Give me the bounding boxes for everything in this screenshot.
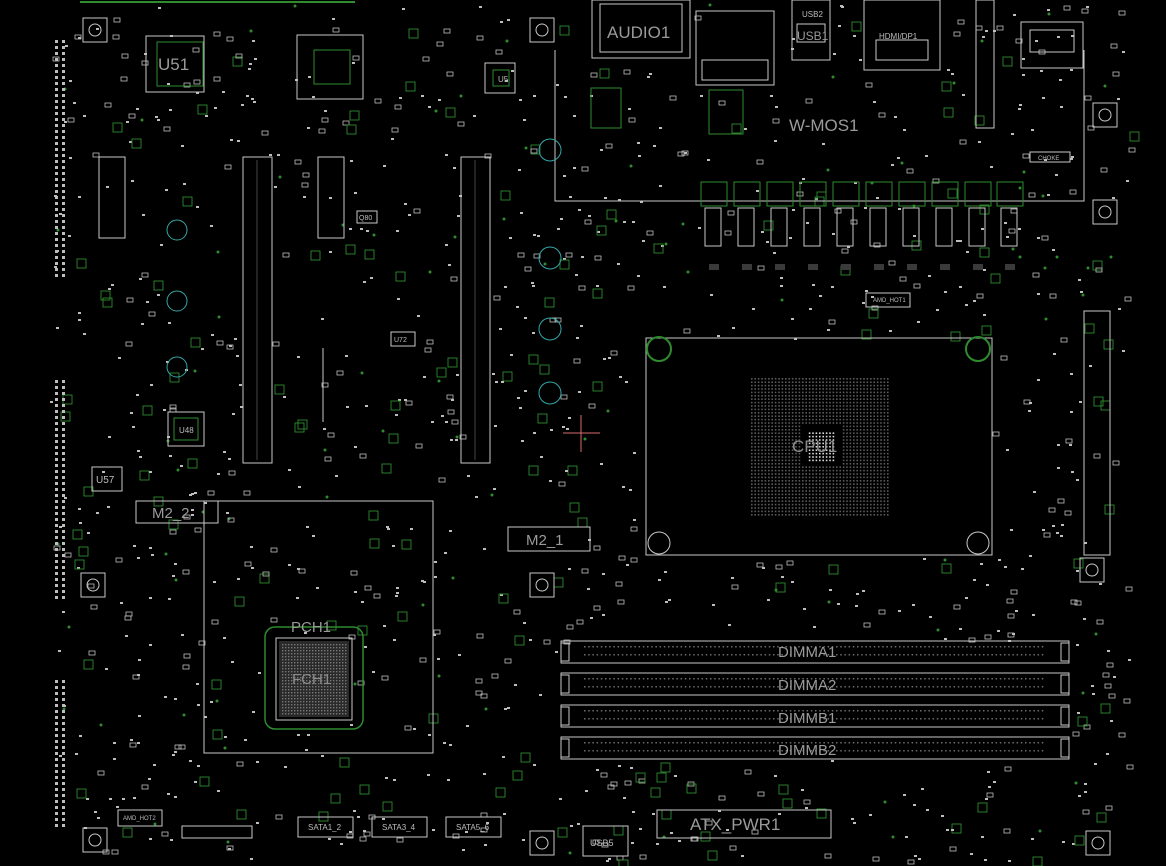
header-block-center[interactable] [317,156,345,239]
choke-part[interactable] [1029,151,1071,163]
atx-pwr-label: ATX_PWR1 [690,815,780,834]
q80-part[interactable] [356,210,378,224]
header-block-left[interactable] [98,156,126,239]
amd-hot1-label: AMD_HOT1 [873,298,906,304]
choke-row[interactable] [700,181,1024,270]
u51-label: U51 [158,55,189,74]
header-row-bottom[interactable] [181,825,253,839]
m2-2-slot[interactable] [135,500,219,524]
amd-hot2-label: AMD_HOT2 [123,816,156,822]
usb-stack-top[interactable] [791,0,831,61]
u48-label: U48 [179,426,194,435]
hdmi-label: HDMI/DP1 [879,32,918,41]
dp-port[interactable] [695,10,775,86]
dimm-slots[interactable] [560,640,1070,760]
choke-label: CHOKE [1038,156,1059,162]
dimm-b1-label: DIMMB1 [778,710,836,727]
vertical-connector[interactable] [975,0,995,129]
u51-chip[interactable] [145,35,205,93]
mount-holes-left [166,219,188,378]
dimm-a2-label: DIMMA2 [778,677,836,694]
m2-2-label: M2_2 [152,505,190,522]
usb1-label: USB1 [797,29,829,43]
sata-3-4-label: SATA3_4 [382,823,416,832]
ethernet-port[interactable] [1020,21,1084,69]
dimm-a1-label: DIMMA1 [778,644,836,661]
amd-hot2-part[interactable] [117,809,163,827]
sata-ports[interactable] [297,816,502,838]
audio-jack[interactable] [591,0,691,59]
pcie-slot-2[interactable] [460,156,491,464]
mount-holes-center [538,138,562,405]
atx-power-connector[interactable] [656,809,832,839]
sata-5-6-label: SATA5_6 [456,823,490,832]
usb-bottom-header[interactable] [582,825,629,857]
q80-label: Q80 [359,215,372,222]
m2-1-slot[interactable] [507,526,591,552]
vrm-label: W-MOS1 [789,116,859,135]
hdmi-port[interactable] [863,0,941,71]
cursor-crosshair [563,415,600,452]
u5-label: U5 [498,75,509,84]
audio-label: AUDIO1 [607,23,670,42]
pch-chip[interactable] [264,626,364,730]
sata-1-2-label: SATA1_2 [308,823,342,832]
cpu-label: CPU1 [792,437,837,456]
pch-top-label: PCH1 [291,619,331,636]
u72-label: U72 [394,337,407,344]
u57-chip[interactable] [91,466,123,492]
cpu-pin-grid [751,378,889,516]
pad-field [50,3,1140,866]
pch-inner-label: FCH1 [292,671,331,688]
io-area-outline [554,50,1085,202]
amd-hot1-part[interactable] [865,292,911,308]
pcie-slot-1[interactable] [242,156,273,464]
u48-chip[interactable] [167,411,205,447]
vrm-module[interactable] [590,87,744,135]
dimm-b2-label: DIMMB2 [778,742,836,759]
right-connector-strip[interactable] [1083,310,1111,556]
cpu-socket[interactable] [645,336,993,556]
m2-1-label: M2_1 [526,532,564,549]
u57-label: U57 [96,475,115,486]
u52-chip[interactable] [296,34,364,100]
u72-part[interactable] [390,331,416,347]
usb2-label: USB2 [802,10,823,19]
u5-chip[interactable] [484,62,516,94]
usb5-label: USB5 [590,838,614,848]
pch-outline [203,500,434,754]
